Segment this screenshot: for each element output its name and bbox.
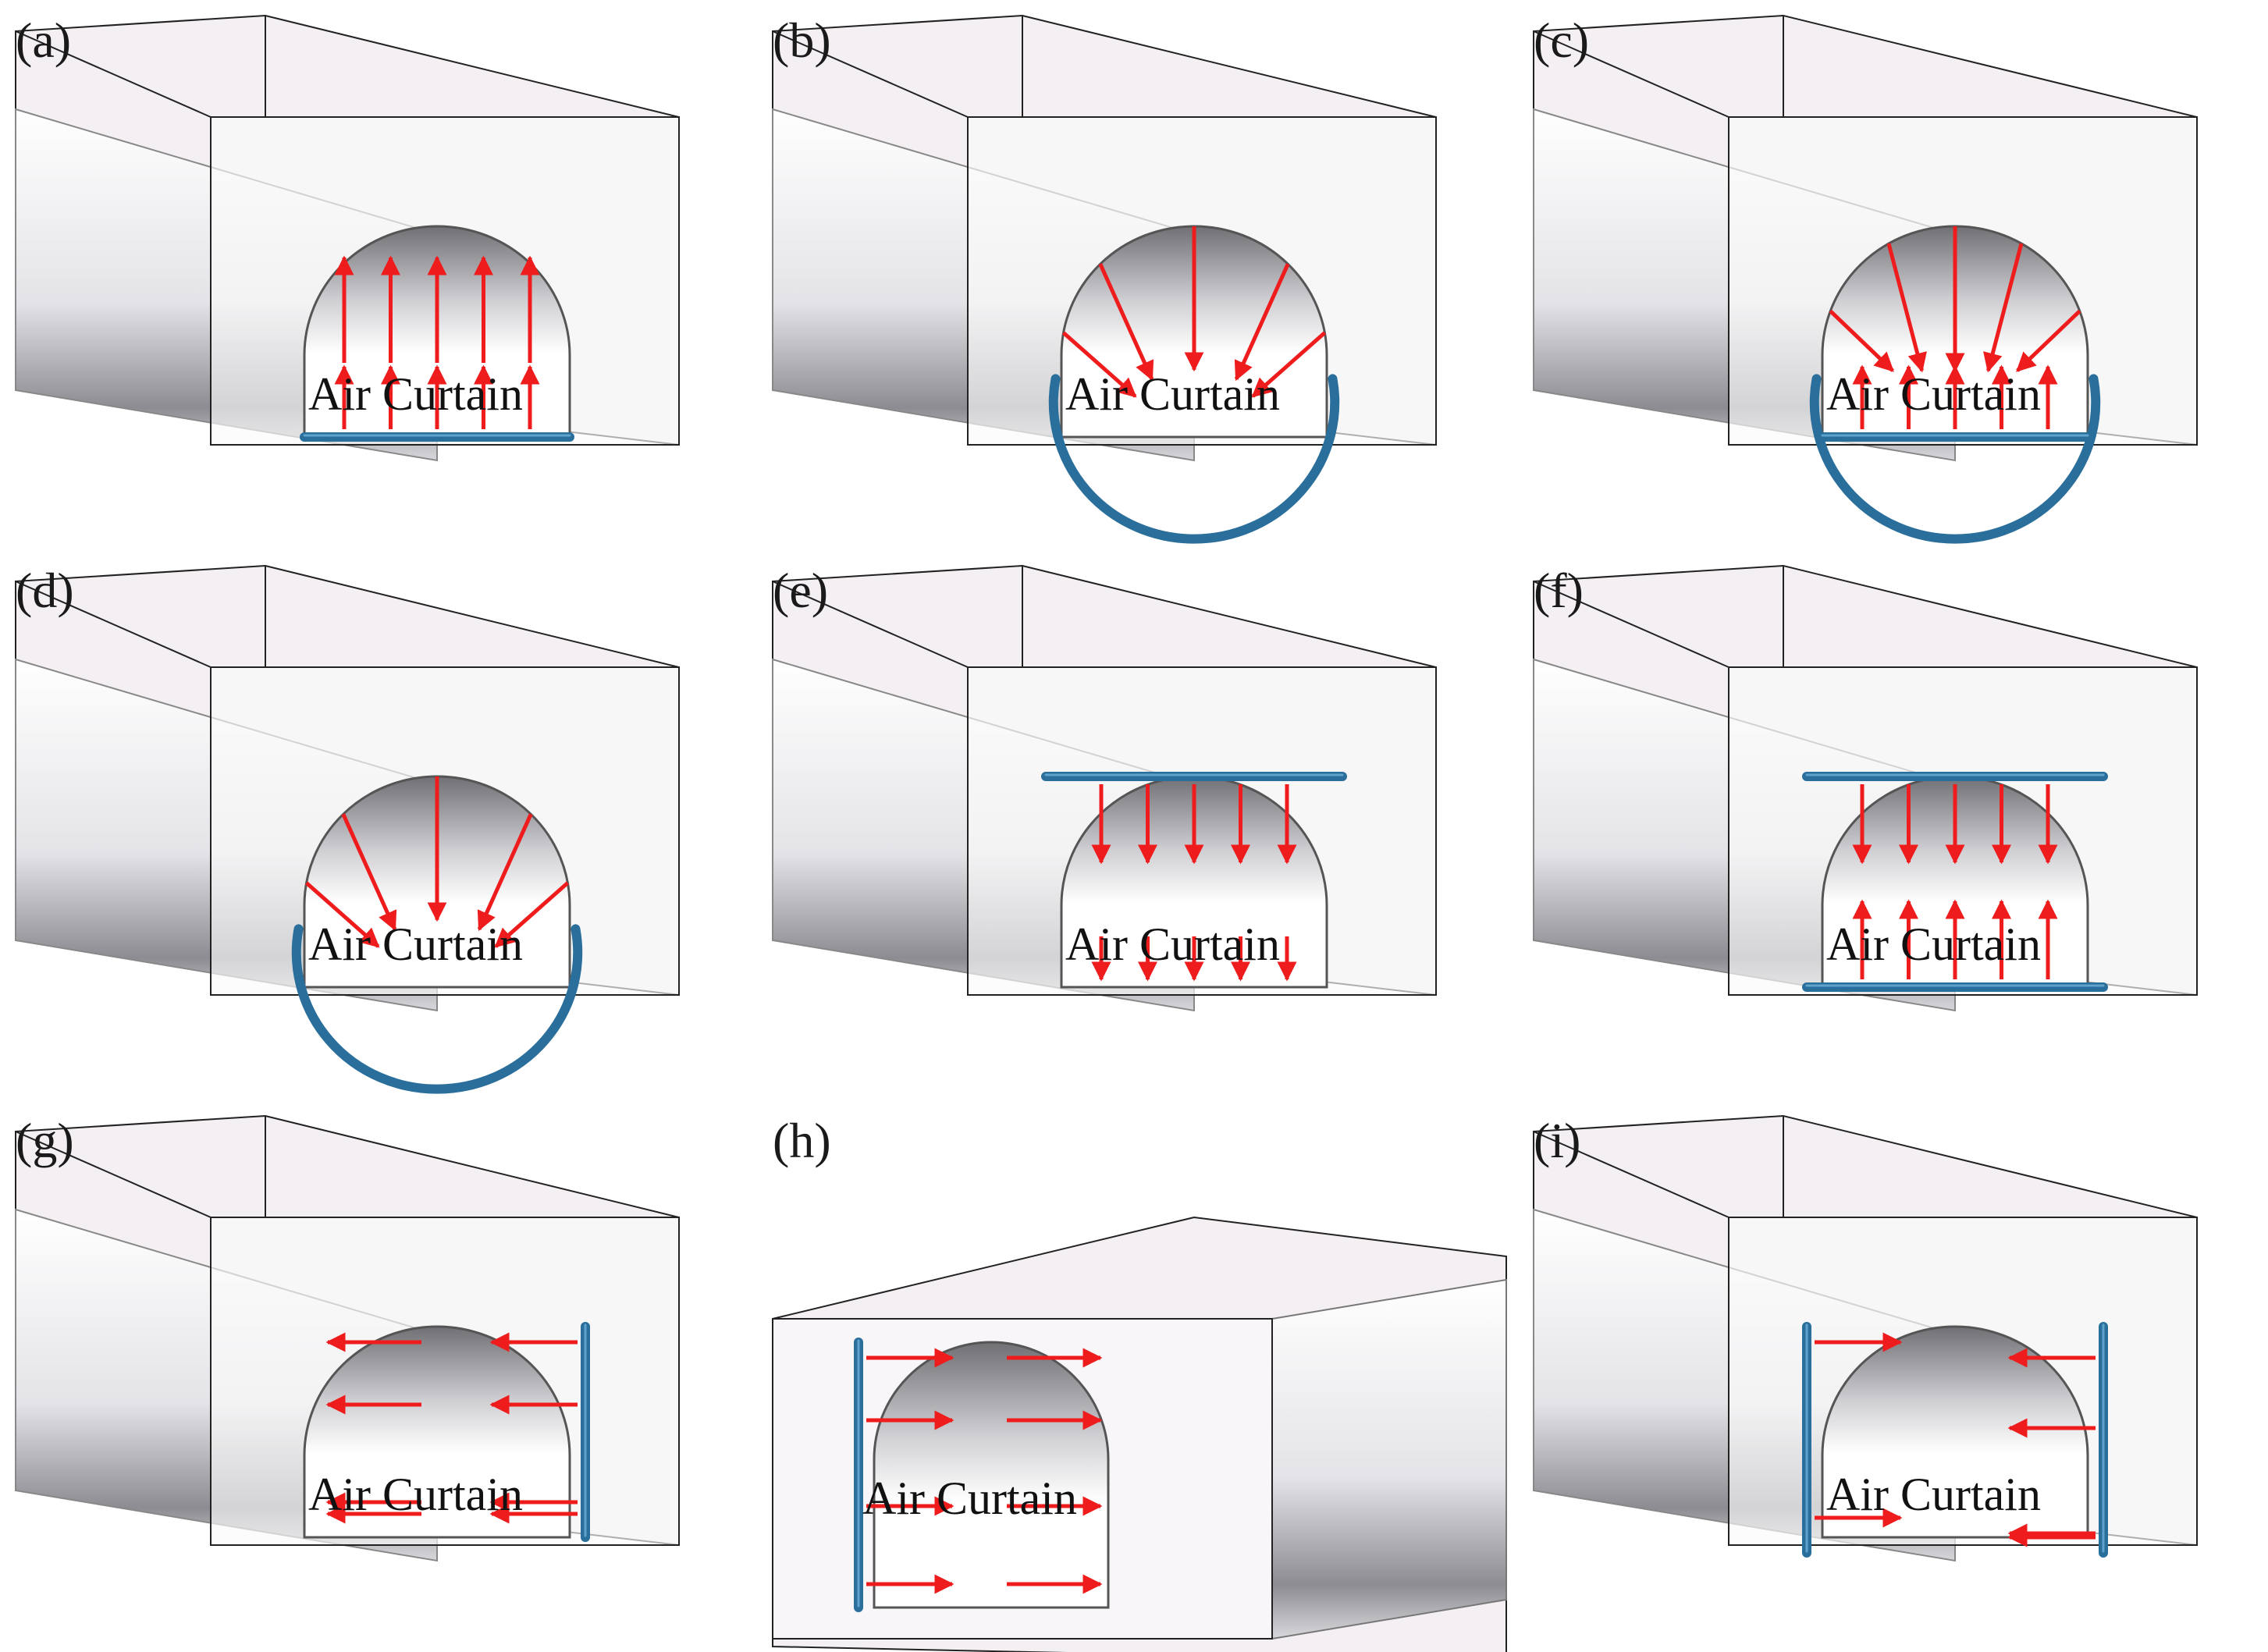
airflow-group: [1048, 226, 1340, 544]
panel-b-drawing: [772, 14, 1437, 544]
nozzle-arc: [1048, 374, 1340, 544]
airflow-arrow-0: [1829, 309, 1894, 372]
panel-e-drawing: [772, 564, 1437, 1012]
box-edge-top: [772, 581, 969, 668]
panel-label-i: (i): [1534, 1113, 1581, 1168]
air-curtain-label-i: Air Curtain: [1826, 1469, 2041, 1520]
air-curtain-label-c: Air Curtain: [1826, 368, 2041, 420]
airflow-arrow-3: [477, 813, 533, 932]
box-edge-top: [1533, 30, 1729, 118]
airflow-group: [300, 255, 574, 442]
panel-label-f: (f): [1534, 563, 1584, 618]
air-curtain-label-a: Air Curtain: [308, 368, 523, 420]
panel-label-h: (h): [773, 1113, 831, 1168]
tunnel-portal: [303, 1325, 571, 1539]
airflow-group: [1809, 226, 2101, 544]
panel-label-g: (g): [16, 1113, 74, 1168]
airflow-group: [291, 776, 583, 1094]
panel-g: (g) Air Curtain: [0, 1100, 749, 1639]
airflow-arrow-4: [494, 881, 570, 948]
air-curtain-label-f: Air Curtain: [1826, 918, 2041, 970]
box-edge-top: [1533, 1131, 1729, 1218]
air-curtain-label-e: Air Curtain: [1065, 918, 1280, 970]
airflow-group: [325, 1322, 590, 1542]
airflow-group: [1802, 772, 2108, 992]
panel-d-drawing: [15, 564, 680, 1094]
airflow-arrow-3: [1983, 243, 2024, 373]
panel-g-drawing: [15, 1114, 680, 1562]
box-edge-top: [15, 581, 212, 668]
nozzle-arc: [1809, 374, 2101, 544]
panel-i: (i) Air Curtain: [1518, 1100, 2267, 1639]
panel-label-d: (d): [16, 563, 74, 618]
panel-b: (b) Air Curtain: [757, 0, 1506, 544]
air-curtain-label-d: Air Curtain: [308, 918, 523, 970]
air-curtain-label-g: Air Curtain: [308, 1469, 523, 1520]
panel-e: (e) Air Curtain: [757, 550, 1506, 1089]
panel-h: (h) Air Curtain: [757, 1100, 1507, 1652]
nozzle-arc: [291, 924, 583, 1094]
airflow-arrow-0: [304, 881, 380, 948]
panel-a-drawing: [15, 14, 680, 462]
air-curtain-label-b: Air Curtain: [1065, 368, 1280, 420]
airflow-group: [1802, 1322, 2108, 1558]
box-edge-top: [1533, 581, 1729, 668]
panel-a: (a) Air Curtain: [0, 0, 749, 538]
airflow-arrow-0: [1061, 331, 1137, 398]
panel-label-e: (e): [773, 563, 829, 618]
airflow-arrow-4: [1251, 331, 1327, 398]
panel-c: (c) Air Curtain: [1518, 0, 2267, 544]
box-edge-top: [15, 30, 212, 118]
panel-f: (f) Air Curtain: [1518, 550, 2267, 1089]
airflow-group: [854, 1338, 1103, 1612]
airflow-arrow-3: [1234, 263, 1290, 382]
airflow-arrow-1: [1098, 263, 1154, 382]
airflow-arrow-1: [341, 813, 397, 932]
panel-i-drawing: [1533, 1114, 2198, 1562]
panel-label-a: (a): [16, 12, 72, 68]
panel-d: (d) Air Curtain: [0, 550, 749, 1094]
panel-label-c: (c): [1534, 12, 1590, 68]
airflow-arrow-1: [1886, 243, 1927, 373]
air-curtain-label-h: Air Curtain: [862, 1473, 1077, 1524]
panel-h-drawing: [772, 1216, 1507, 1652]
panel-c-drawing: [1533, 14, 2198, 544]
box-edge-top: [15, 1131, 212, 1218]
panel-f-drawing: [1533, 564, 2198, 1012]
airflow-arrow-4: [2016, 309, 2081, 372]
airflow-group: [1041, 772, 1347, 982]
box-edge-top: [772, 30, 969, 118]
tunnel-portal: [1821, 1325, 2089, 1539]
tunnel-tube: [1271, 1278, 1507, 1640]
panel-label-b: (b): [773, 12, 831, 68]
